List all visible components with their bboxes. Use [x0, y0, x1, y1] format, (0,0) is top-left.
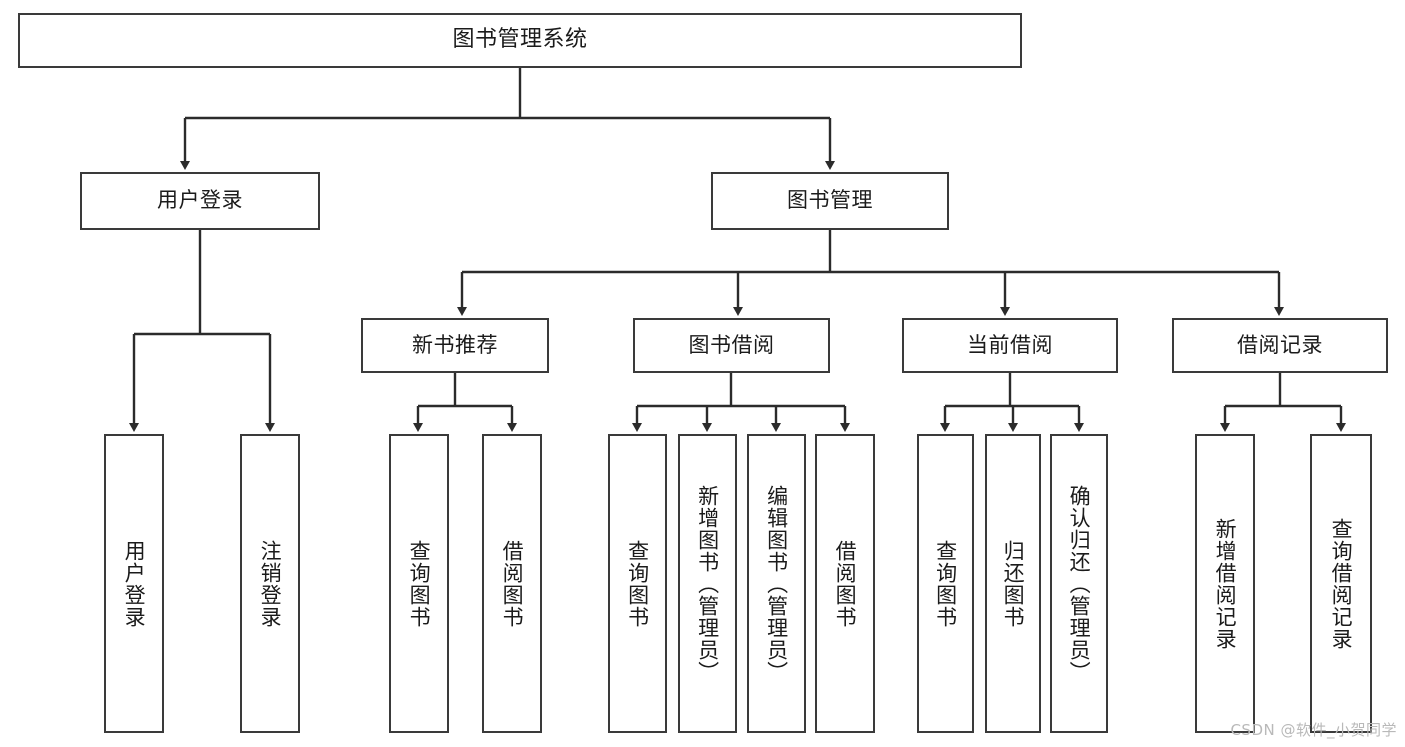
node-leaf-edit-book[interactable]: 编辑图书（管理员） [747, 434, 806, 733]
node-leaf-query-book-borrow-label: 查询图书 [625, 539, 650, 628]
node-root-label: 图书管理系统 [452, 27, 588, 53]
node-current-borrow-label: 当前借阅 [967, 332, 1053, 357]
node-book-manage[interactable]: 图书管理 [711, 172, 949, 230]
node-leaf-query-record[interactable]: 查询借阅记录 [1310, 434, 1372, 733]
node-leaf-query-book-current-label: 查询图书 [933, 539, 958, 628]
node-leaf-user-logout[interactable]: 注销登录 [240, 434, 300, 733]
node-user-login-label: 用户登录 [157, 188, 243, 213]
node-leaf-query-book-rec[interactable]: 查询图书 [389, 434, 449, 733]
node-leaf-confirm-return-label: 确认归还（管理员） [1067, 484, 1092, 683]
csdn-watermark: CSDN @软件_小贺同学 [1230, 721, 1397, 739]
node-leaf-query-book-rec-label: 查询图书 [407, 539, 432, 628]
node-leaf-borrow-book-label: 借阅图书 [833, 539, 858, 628]
node-current-borrow[interactable]: 当前借阅 [902, 318, 1118, 373]
node-leaf-user-login[interactable]: 用户登录 [104, 434, 164, 733]
node-leaf-query-book-current[interactable]: 查询图书 [917, 434, 974, 733]
node-leaf-confirm-return[interactable]: 确认归还（管理员） [1050, 434, 1108, 733]
node-leaf-borrow-book[interactable]: 借阅图书 [815, 434, 875, 733]
node-leaf-user-logout-label: 注销登录 [258, 539, 283, 628]
node-leaf-add-book-label: 新增图书（管理员） [695, 484, 720, 683]
node-leaf-borrow-book-rec-label: 借阅图书 [500, 539, 525, 628]
node-book-borrow-label: 图书借阅 [688, 332, 775, 357]
node-leaf-user-login-label: 用户登录 [122, 539, 147, 628]
node-user-login[interactable]: 用户登录 [80, 172, 320, 230]
node-root[interactable]: 图书管理系统 [18, 13, 1022, 68]
node-borrow-record[interactable]: 借阅记录 [1172, 318, 1388, 373]
node-borrow-record-label: 借阅记录 [1237, 332, 1323, 357]
node-leaf-query-book-borrow[interactable]: 查询图书 [608, 434, 667, 733]
node-leaf-add-record[interactable]: 新增借阅记录 [1195, 434, 1255, 733]
node-leaf-add-record-label: 新增借阅记录 [1213, 517, 1238, 650]
node-new-book-recommend[interactable]: 新书推荐 [361, 318, 549, 373]
node-book-borrow[interactable]: 图书借阅 [633, 318, 830, 373]
node-leaf-query-record-label: 查询借阅记录 [1329, 517, 1354, 650]
node-new-book-recommend-label: 新书推荐 [412, 332, 498, 357]
node-leaf-edit-book-label: 编辑图书（管理员） [764, 484, 789, 683]
node-leaf-return-book[interactable]: 归还图书 [985, 434, 1041, 733]
node-leaf-return-book-label: 归还图书 [1001, 539, 1026, 628]
node-book-manage-label: 图书管理 [787, 188, 873, 213]
node-leaf-add-book[interactable]: 新增图书（管理员） [678, 434, 737, 733]
node-leaf-borrow-book-rec[interactable]: 借阅图书 [482, 434, 542, 733]
